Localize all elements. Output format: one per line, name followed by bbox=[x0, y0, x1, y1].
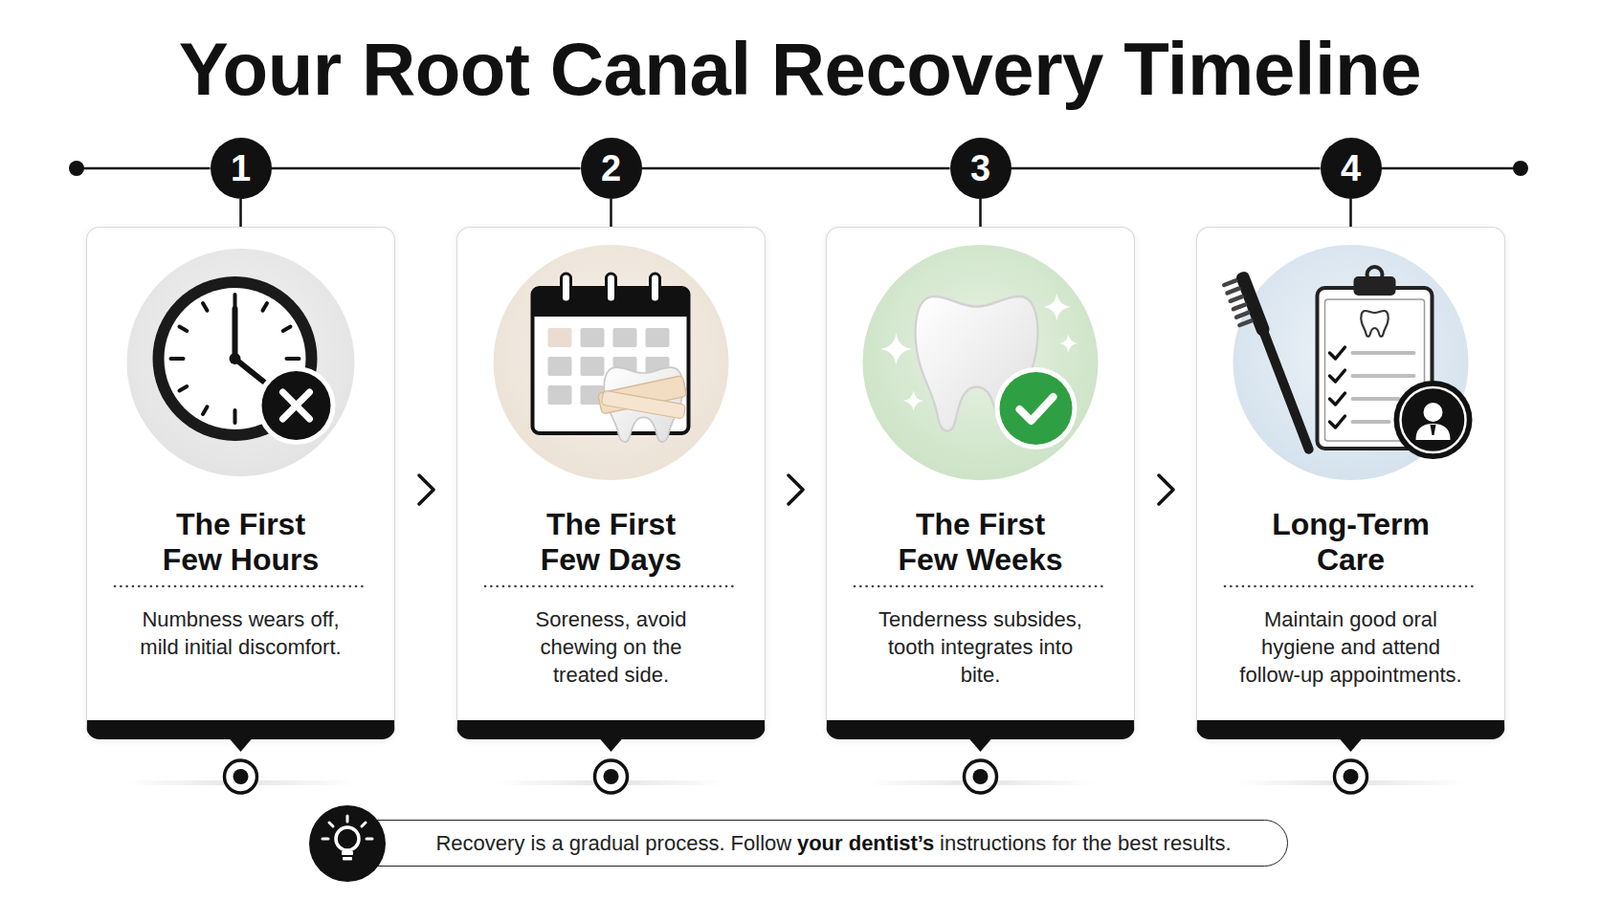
step-card: The First Few WeeksTenderness subsides, … bbox=[825, 226, 1135, 740]
card-pointer bbox=[1339, 738, 1363, 753]
step-heading: Long-Term Care bbox=[1262, 507, 1440, 578]
flow-chevron bbox=[1158, 475, 1174, 505]
number-circle: 4 bbox=[1320, 137, 1382, 200]
card-pointer bbox=[229, 738, 1363, 753]
shadow-line bbox=[126, 780, 1467, 786]
target-marker bbox=[233, 769, 249, 785]
step-number: 3 bbox=[950, 137, 1012, 200]
shadow-line bbox=[866, 780, 1096, 786]
timeline-connector bbox=[239, 199, 243, 227]
target-marker bbox=[964, 760, 998, 794]
card-pointer bbox=[600, 738, 623, 753]
timeline-end bbox=[1512, 160, 1529, 177]
timeline-connector bbox=[609, 199, 613, 227]
target-marker bbox=[595, 760, 628, 794]
target-marker bbox=[1334, 760, 1368, 794]
timeline-end bbox=[68, 160, 85, 177]
tip-text: Recovery is a gradual process. Follow bbox=[435, 831, 792, 857]
number-circle: 2 bbox=[580, 137, 643, 200]
timeline-end bbox=[76, 167, 211, 171]
step-card: The First Few HoursNumbness wears off, m… bbox=[86, 226, 396, 740]
step-number: 2 bbox=[580, 137, 643, 200]
step-description: Tenderness subsides, tooth integrates in… bbox=[874, 605, 1088, 689]
card-pointer bbox=[969, 738, 993, 753]
shadow-line bbox=[126, 780, 356, 786]
target-marker bbox=[224, 760, 258, 794]
timeline-connector bbox=[271, 167, 581, 171]
flow-chevron bbox=[419, 475, 434, 505]
tip-text: instructions for the best results. bbox=[939, 831, 1231, 857]
step-heading: The First Few Weeks bbox=[891, 507, 1069, 578]
timeline-end bbox=[68, 160, 1529, 177]
step-number: 4 bbox=[1320, 137, 1382, 200]
step-heading: The First Few Days bbox=[522, 507, 700, 578]
step-card: Long-Term CareMaintain good oral hygiene… bbox=[1196, 226, 1506, 740]
step-description: Numbness wears off, mild initial discomf… bbox=[131, 605, 352, 662]
target-marker bbox=[603, 769, 620, 785]
tip-text-bold: your dentist’s bbox=[797, 831, 934, 857]
timeline-connector bbox=[1349, 199, 1353, 227]
shadow-line bbox=[1236, 780, 1467, 786]
tip-pill: Recovery is a gradual process. Followyou… bbox=[325, 820, 1289, 867]
diagram-title: Your Root Canal Recovery Timeline bbox=[0, 23, 1600, 114]
number-circle: 1 bbox=[210, 137, 272, 200]
step-description: Maintain good oral hygiene and attend fo… bbox=[1233, 605, 1468, 689]
timeline-connector bbox=[642, 167, 951, 171]
timeline-connector bbox=[1011, 167, 1321, 171]
target-marker bbox=[973, 769, 989, 785]
step-heading: The First Few Hours bbox=[152, 507, 330, 578]
step-number: 1 bbox=[210, 137, 272, 200]
timeline-connector bbox=[978, 199, 982, 227]
step-card: The First Few DaysSoreness, avoid chewin… bbox=[456, 226, 766, 740]
target-marker bbox=[224, 760, 1368, 794]
shadow-line bbox=[496, 780, 727, 786]
timeline-end bbox=[1381, 167, 1522, 171]
target-marker bbox=[1343, 769, 1359, 785]
card-pointer bbox=[229, 738, 253, 753]
step-description: Soreness, avoid chewing on the treated s… bbox=[525, 605, 698, 689]
flow-chevron bbox=[788, 475, 803, 505]
number-circle: 3 bbox=[950, 137, 1012, 200]
